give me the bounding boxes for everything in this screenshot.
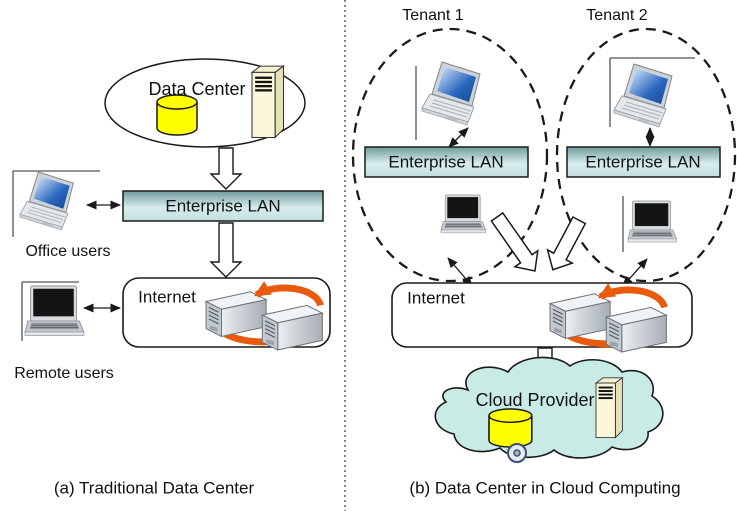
arrow-tenant2-to-internet — [546, 215, 587, 271]
laptop-black-icon — [627, 200, 678, 243]
laptop-black-icon — [440, 194, 487, 234]
cloud-panel — [351, 27, 737, 463]
caption-traditional: (a) Traditional Data Center — [53, 478, 255, 498]
tenant2-lan-label: Enterprise LAN — [585, 152, 701, 172]
arrow-lan-to-internet — [209, 222, 243, 278]
caption-cloud: (b) Data Center in Cloud Computing — [409, 478, 681, 498]
tenant2-label: Tenant 2 — [586, 7, 648, 24]
arrow-t1-laptop-lan — [448, 127, 469, 148]
database-icon — [156, 94, 198, 136]
cloud-provider-label: Cloud Provider — [475, 390, 595, 410]
arrow-t2-internet — [622, 258, 648, 287]
server-tower-icon — [595, 377, 623, 439]
laptop-blue-icon — [421, 61, 481, 126]
office-users-label: Office users — [25, 243, 111, 260]
internet-label-left: Internet — [138, 287, 196, 307]
database-icon — [488, 408, 533, 448]
tenant2-ellipse — [555, 27, 737, 283]
data-center-label: Data Center — [148, 79, 246, 99]
laptop-black-icon — [24, 285, 85, 337]
traditional-panel — [12, 58, 331, 350]
wheel-hub — [513, 449, 521, 457]
arrow-tenant1-to-internet — [490, 211, 539, 272]
tenant1-lan-box — [364, 146, 529, 178]
arrow-datacenter-to-lan — [209, 147, 243, 190]
laptop-blue-icon — [19, 171, 74, 231]
remote-users-label: Remote users — [14, 365, 114, 382]
enterprise-lan-label: Enterprise LAN — [165, 196, 281, 216]
internet-label-right: Internet — [407, 288, 465, 308]
arrow-t1-internet — [447, 257, 473, 287]
server-tower-icon — [251, 65, 285, 139]
enterprise-lan-box — [122, 190, 324, 222]
tenant2-lan-box — [566, 146, 721, 178]
tenant1-lan-label: Enterprise LAN — [388, 152, 504, 172]
laptop-blue-icon — [613, 63, 673, 128]
tenant1-label: Tenant 1 — [402, 7, 464, 24]
